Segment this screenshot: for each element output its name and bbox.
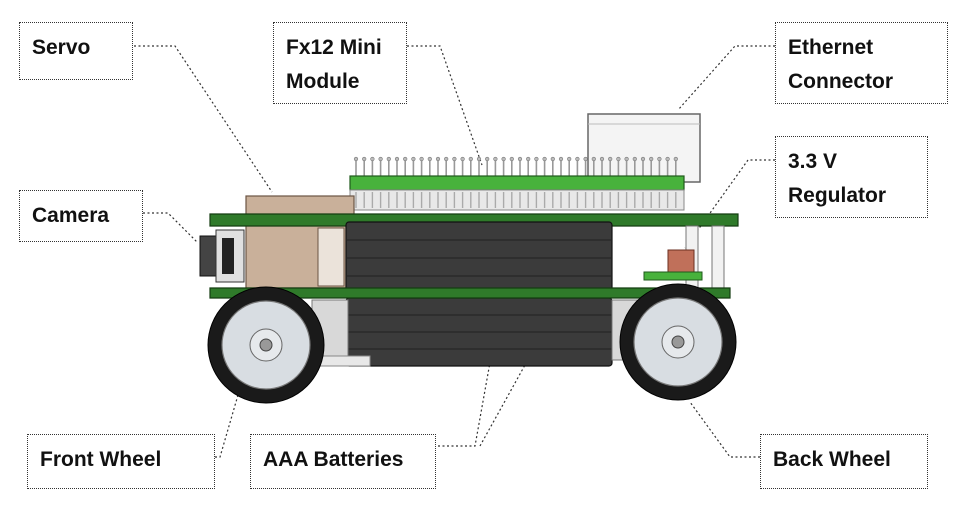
header-pin-tip	[485, 156, 490, 162]
ethernet-text-line2: Connector	[788, 70, 893, 93]
fx12-label: Fx12 Mini Module	[273, 22, 407, 104]
header-pin-tip	[632, 156, 637, 162]
servo-text: Servo	[32, 36, 91, 59]
servo	[245, 195, 355, 289]
header-pin-tip	[403, 156, 408, 162]
header-pin-tip	[542, 156, 547, 162]
header-pin-tip	[591, 156, 596, 162]
header-pin-tip	[624, 156, 629, 162]
header-pin-tip	[411, 156, 416, 162]
back-wheel	[611, 283, 737, 401]
header-pin-tip	[362, 156, 367, 162]
header-pin-tip	[378, 156, 383, 162]
front-wheel-text: Front Wheel	[40, 448, 162, 471]
aaa-batteries-label: AAA Batteries	[250, 434, 436, 489]
fx12-header-pins	[355, 192, 677, 208]
leader-lines	[134, 45, 775, 458]
header-pin-tip	[419, 156, 424, 162]
header-pin-tip	[394, 156, 400, 162]
front-wheel-leader	[215, 394, 239, 458]
front-wheel-label: Front Wheel	[27, 434, 215, 489]
header-pin-tip	[558, 156, 564, 162]
regulator	[643, 249, 703, 281]
camera	[199, 229, 245, 283]
header-pin-tip	[386, 156, 391, 162]
header-pin-tip	[608, 156, 613, 162]
header-pin-tip	[517, 156, 523, 162]
header-pin-tip	[526, 156, 531, 162]
camera-label: Camera	[19, 190, 143, 242]
fx12-text-line2: Module	[286, 70, 360, 93]
header-pin-tip	[534, 156, 539, 162]
batteries-leader-1	[420, 261, 509, 447]
front-chassis	[289, 299, 371, 367]
back-wheel-label: Back Wheel	[760, 434, 928, 489]
header-pin-tip	[435, 156, 441, 162]
header-pin-tip	[370, 156, 375, 162]
servo-leader	[134, 45, 273, 193]
fx12-pins	[353, 156, 678, 176]
regulator-text-line1: 3.3 V	[788, 150, 838, 173]
fx12-text-line1: Fx12 Mini	[286, 36, 382, 59]
header-pin-tip	[509, 156, 514, 162]
back-wheel-leader	[689, 401, 760, 458]
header-pin-tip	[649, 156, 654, 162]
fx12-mini-module	[349, 175, 685, 211]
fx12-leader	[407, 45, 483, 166]
ethernet-leader	[677, 45, 775, 111]
aaa-batteries	[345, 221, 613, 367]
servo-label: Servo	[19, 22, 133, 80]
bottom-pcb	[209, 287, 731, 299]
header-pin-tip	[640, 156, 646, 162]
header-pin-tip	[657, 156, 662, 162]
header-pin-tip	[353, 156, 359, 162]
regulator-text-line2: Regulator	[788, 184, 887, 207]
front-wheel	[207, 286, 325, 404]
header-pin-tip	[427, 156, 432, 162]
header-pin-tip	[575, 156, 580, 162]
header-pin-tip	[550, 156, 555, 162]
header-pin-tip	[452, 156, 457, 162]
header-pin-tip	[665, 156, 670, 162]
header-pin-tip	[444, 156, 449, 162]
regulator-label: 3.3 V Regulator	[775, 136, 928, 218]
header-pin-tip	[476, 156, 482, 162]
header-pin-tip	[460, 156, 465, 162]
aaa-batteries-text: AAA Batteries	[263, 448, 404, 471]
header-pin-tip	[616, 156, 621, 162]
ethernet-connector	[587, 113, 701, 183]
header-pin-tip	[468, 156, 473, 162]
camera-text: Camera	[32, 204, 110, 227]
ethernet-text-line1: Ethernet	[788, 36, 874, 59]
header-pin-tip	[583, 156, 588, 162]
ethernet-label: Ethernet Connector	[775, 22, 948, 104]
header-pin-tip	[493, 156, 498, 162]
header-pin-tip	[567, 156, 572, 162]
back-wheel-text: Back Wheel	[773, 448, 891, 471]
header-pin-tip	[673, 156, 678, 162]
header-pin-tip	[501, 156, 506, 162]
header-pin-tip	[599, 156, 605, 162]
camera-leader	[143, 212, 199, 244]
